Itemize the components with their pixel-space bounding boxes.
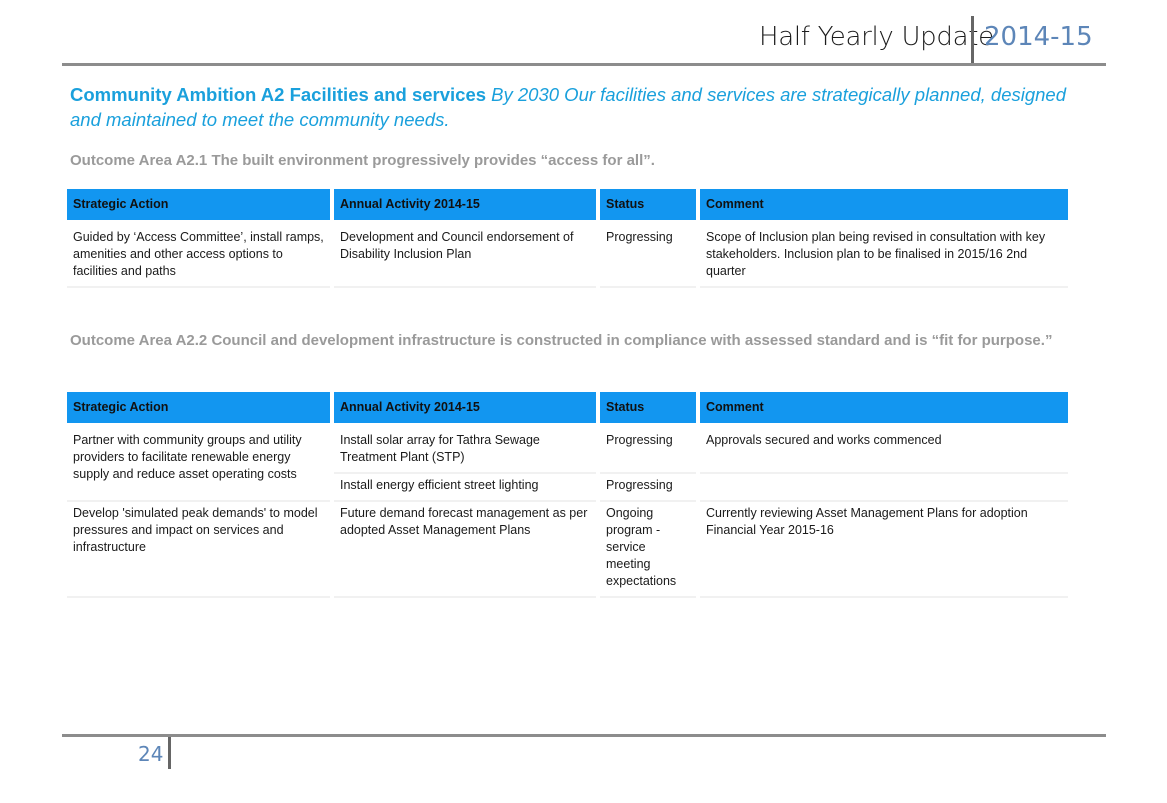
cell-action: Partner with community groups and utilit… (67, 429, 330, 502)
cell-status: Progressing (600, 474, 696, 502)
cell-activity: Install solar array for Tathra Sewage Tr… (334, 429, 596, 474)
cell-action: Guided by ‘Access Committee’, install ra… (67, 226, 330, 288)
footer-rule (62, 734, 1106, 737)
footer-divider (168, 737, 171, 769)
cell-activity: Future demand forecast management as per… (334, 502, 596, 598)
outcome-title-a21: Outcome Area A2.1 The built environment … (70, 152, 655, 169)
header-year: 2014-15 (984, 22, 1093, 52)
outcome-title-a22: Outcome Area A2.2 Council and developmen… (70, 332, 1053, 349)
outcome-table-a21: Strategic Action Annual Activity 2014-15… (63, 189, 1072, 288)
header-divider (971, 16, 974, 64)
cell-status: Progressing (600, 429, 696, 474)
cell-comment: Currently reviewing Asset Management Pla… (700, 502, 1068, 598)
cell-action: Develop 'simulated peak demands' to mode… (67, 502, 330, 598)
cell-status: Progressing (600, 226, 696, 288)
ambition-statement: By 2030 Our facilities and services are … (70, 84, 1067, 130)
community-ambition: Community Ambition A2 Facilities and ser… (70, 82, 1070, 132)
page-number: 24 (138, 742, 164, 766)
col-header-strategic-action: Strategic Action (67, 392, 330, 429)
cell-status: Ongoing program - service meeting expect… (600, 502, 696, 598)
header-title: Half Yearly Update (759, 22, 994, 52)
ambition-heading: Community Ambition A2 Facilities and ser… (70, 84, 487, 105)
cell-activity: Install energy efficient street lighting (334, 474, 596, 502)
table-header-row: Strategic Action Annual Activity 2014-15… (67, 392, 1068, 429)
col-header-status: Status (600, 392, 696, 429)
cell-comment (700, 474, 1068, 502)
cell-comment: Scope of Inclusion plan being revised in… (700, 226, 1068, 288)
table-row: Partner with community groups and utilit… (67, 429, 1068, 502)
table-row: Install energy efficient street lighting… (67, 474, 1068, 502)
table-row: Guided by ‘Access Committee’, install ra… (67, 226, 1068, 288)
outcome-table-a22: Strategic Action Annual Activity 2014-15… (63, 392, 1072, 598)
col-header-comment: Comment (700, 392, 1068, 429)
table-header-row: Strategic Action Annual Activity 2014-15… (67, 189, 1068, 226)
col-header-annual-activity: Annual Activity 2014-15 (334, 392, 596, 429)
cell-activity: Development and Council endorsement of D… (334, 226, 596, 288)
col-header-status: Status (600, 189, 696, 226)
cell-comment: Approvals secured and works commenced (700, 429, 1068, 474)
col-header-annual-activity: Annual Activity 2014-15 (334, 189, 596, 226)
header-rule (62, 63, 1106, 66)
col-header-comment: Comment (700, 189, 1068, 226)
col-header-strategic-action: Strategic Action (67, 189, 330, 226)
table-row: Develop 'simulated peak demands' to mode… (67, 502, 1068, 598)
